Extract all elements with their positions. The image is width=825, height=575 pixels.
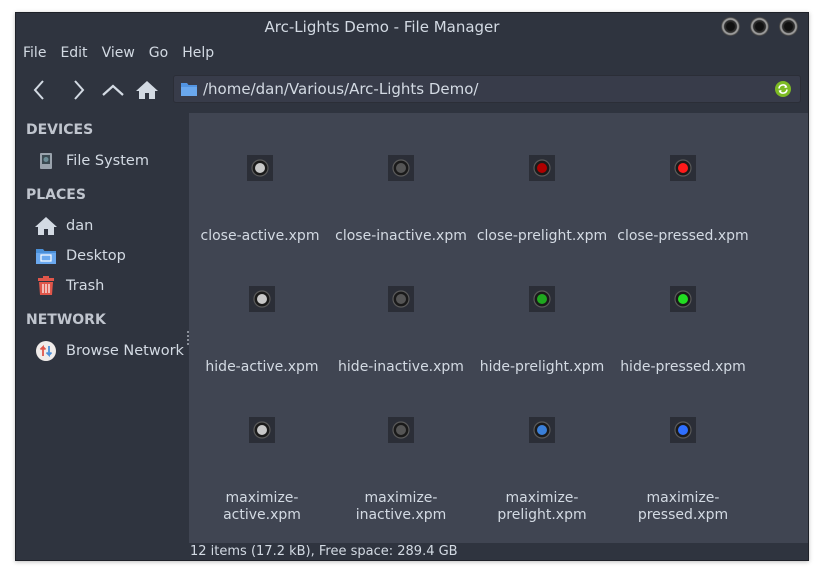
file-item[interactable]: hide-prelight.xpm: [471, 286, 613, 376]
file-item[interactable]: hide-active.xpm: [191, 286, 333, 376]
location-path: /home/dan/Various/Arc-Lights Demo/: [203, 80, 479, 98]
menu-help[interactable]: Help: [182, 45, 215, 61]
led-light: [396, 425, 406, 435]
maximize-button[interactable]: [750, 17, 769, 36]
file-item[interactable]: hide-pressed.xpm: [612, 286, 754, 376]
sidebar-item-label: File System: [66, 153, 149, 169]
sidebar-header-places: PLACES: [26, 187, 86, 203]
menu-file[interactable]: File: [23, 45, 47, 61]
file-item[interactable]: maximize-inactive.xpm: [330, 417, 472, 524]
file-item[interactable]: close-active.xpm: [189, 155, 331, 245]
titlebar: Arc-Lights Demo - File Manager: [16, 13, 808, 41]
sidebar-header-network: NETWORK: [26, 312, 106, 328]
sidebar-item-file-system[interactable]: File System: [34, 150, 149, 172]
home-icon: [34, 215, 58, 237]
sidebar-item-desktop[interactable]: Desktop: [34, 245, 126, 267]
sidebar-item-label: Trash: [66, 278, 105, 294]
file-thumbnail: [249, 417, 275, 443]
file-item[interactable]: close-prelight.xpm: [471, 155, 613, 245]
pane-resize-handle[interactable]: [187, 331, 189, 345]
file-item[interactable]: close-inactive.xpm: [330, 155, 472, 245]
led-light: [678, 294, 688, 304]
file-name: maximize-prelight.xpm: [497, 490, 587, 523]
file-thumbnail: [529, 286, 555, 312]
file-item[interactable]: maximize-pressed.xpm: [612, 417, 754, 524]
file-name: hide-inactive.xpm: [338, 359, 464, 375]
file-thumbnail: [249, 286, 275, 312]
status-bar: 12 items (17.2 kB), Free space: 289.4 GB: [190, 544, 458, 559]
file-thumbnail: [529, 417, 555, 443]
close-button[interactable]: [779, 17, 798, 36]
up-button[interactable]: [96, 76, 130, 104]
file-name: close-pressed.xpm: [617, 228, 749, 244]
led-light: [678, 163, 688, 173]
location-bar[interactable]: /home/dan/Various/Arc-Lights Demo/: [173, 75, 801, 103]
file-name: hide-prelight.xpm: [479, 359, 605, 375]
file-item[interactable]: close-pressed.xpm: [612, 155, 754, 245]
file-item[interactable]: maximize-prelight.xpm: [471, 417, 613, 524]
file-thumbnail: [670, 417, 696, 443]
menubar: File Edit View Go Help: [16, 41, 808, 65]
sidebar-item-dan[interactable]: dan: [34, 215, 93, 237]
back-button[interactable]: [22, 76, 56, 104]
drive-icon: [34, 150, 58, 172]
led-light: [257, 294, 267, 304]
sidebar-item-browse-network[interactable]: Browse Network: [34, 340, 184, 362]
led-light: [396, 294, 406, 304]
led-light: [257, 425, 267, 435]
file-item[interactable]: maximize-active.xpm: [191, 417, 333, 524]
sidebar: DEVICES File System PLACES dan Desktop T…: [16, 113, 188, 543]
file-name: close-prelight.xpm: [476, 228, 608, 244]
file-view: close-active.xpm close-inactive.xpm clos…: [189, 113, 808, 543]
window-title: Arc-Lights Demo - File Manager: [264, 18, 500, 36]
file-thumbnail: [529, 155, 555, 181]
menu-edit[interactable]: Edit: [60, 45, 88, 61]
file-name: close-active.xpm: [200, 228, 320, 244]
file-manager-window: Arc-Lights Demo - File Manager File Edit…: [15, 12, 809, 561]
led-light: [537, 294, 547, 304]
sidebar-item-label: Browse Network: [66, 343, 184, 359]
window-controls: [721, 17, 798, 36]
back-icon: [33, 80, 44, 100]
menu-go[interactable]: Go: [148, 45, 169, 61]
refresh-icon[interactable]: [774, 80, 792, 98]
file-thumbnail: [670, 155, 696, 181]
led-light: [537, 425, 547, 435]
file-item[interactable]: hide-inactive.xpm: [330, 286, 472, 376]
sidebar-header-devices: DEVICES: [26, 122, 94, 138]
network-icon: [34, 340, 58, 362]
forward-button[interactable]: [62, 76, 96, 104]
file-name: maximize-active.xpm: [223, 490, 301, 523]
file-name: hide-pressed.xpm: [620, 359, 746, 375]
file-thumbnail: [388, 417, 414, 443]
led-light: [678, 425, 688, 435]
toolbar: /home/dan/Various/Arc-Lights Demo/: [16, 73, 808, 107]
home-button[interactable]: [130, 76, 164, 104]
forward-icon: [74, 80, 85, 100]
home-icon: [136, 81, 158, 99]
file-name: maximize-pressed.xpm: [637, 490, 729, 523]
sidebar-item-label: dan: [66, 218, 94, 234]
file-name: hide-active.xpm: [205, 359, 319, 375]
sidebar-item-label: Desktop: [66, 248, 126, 264]
led-light: [537, 163, 547, 173]
file-name: close-inactive.xpm: [335, 228, 467, 244]
file-name: maximize-inactive.xpm: [355, 490, 447, 523]
file-thumbnail: [670, 286, 696, 312]
file-thumbnail: [388, 286, 414, 312]
led-light: [255, 163, 265, 173]
desktop-icon: [34, 245, 58, 267]
minimize-button[interactable]: [721, 17, 740, 36]
folder-icon: [181, 83, 197, 96]
sidebar-item-trash[interactable]: Trash: [34, 275, 104, 297]
menu-view[interactable]: View: [101, 45, 135, 61]
led-light: [396, 163, 406, 173]
file-thumbnail: [388, 155, 414, 181]
trash-icon: [34, 275, 58, 297]
file-thumbnail: [247, 155, 273, 181]
up-icon: [102, 84, 124, 96]
